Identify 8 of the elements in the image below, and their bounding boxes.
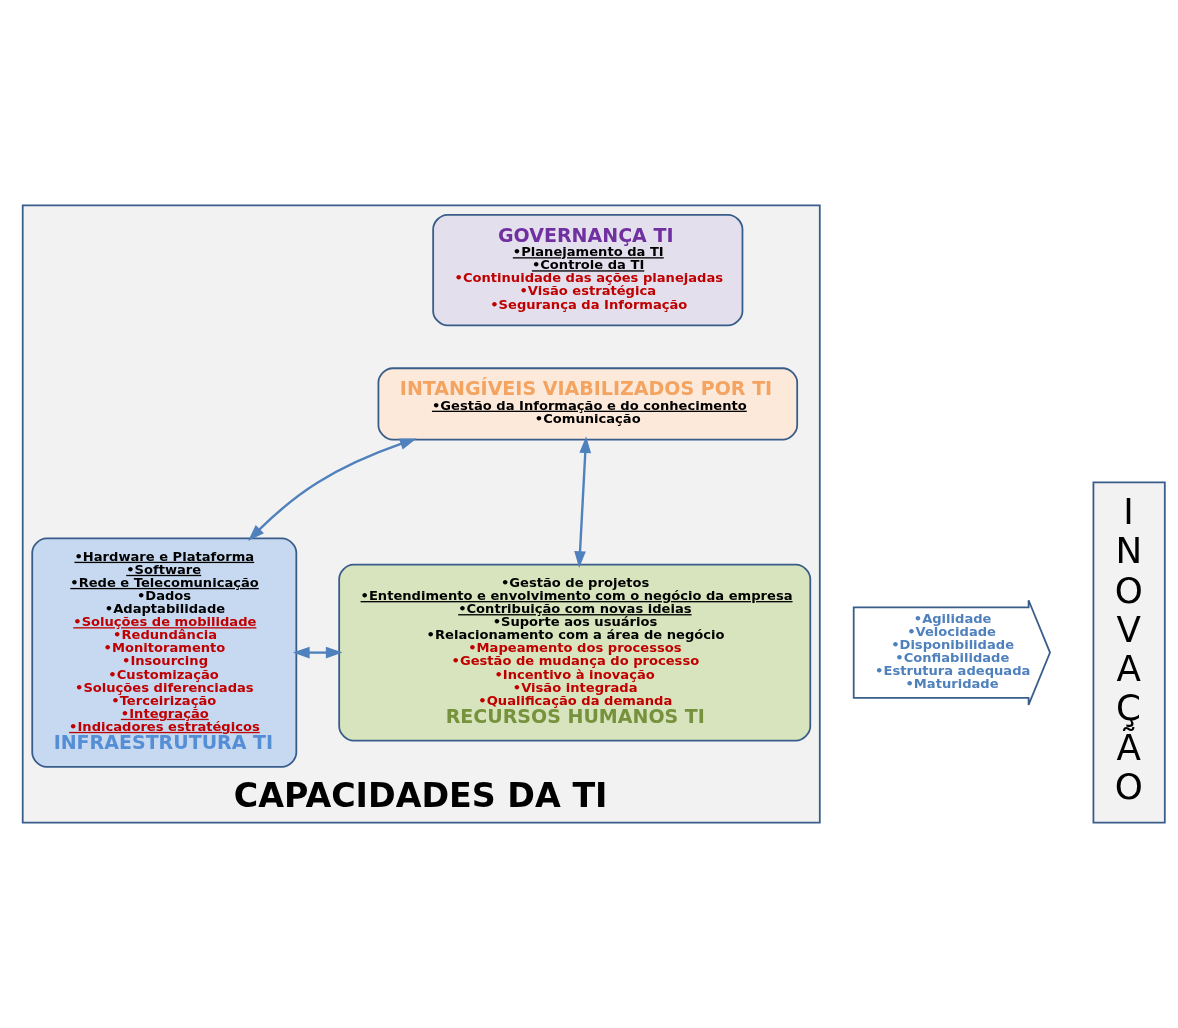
node-box: INTANGÍVEIS VIABILIZADOS POR TI •Gestão da Informação e do conhecimento •Comunicação xyxy=(377,367,799,441)
node-box: •Gestão de projetos •Entendimento e envolvimento com o negócio da empresa •Contribuição com novas ideias •Suporte aos usuários •Relacionamento com a área de negócio •Mapeamento dos processos •Gestão de mudança do processo •Incentivo à inovação •Visão integrada •Qualificação da demanda RECURSOS HUMANOS TI xyxy=(338,563,812,742)
arrow xyxy=(574,436,592,568)
arrow xyxy=(248,438,417,541)
node-box: INOVAÇÃO xyxy=(1092,481,1166,824)
arrow xyxy=(292,646,343,659)
node-box: •Hardware e Plataforma •Software •Rede e Telecomunicação •Dados •Adaptabilidade •Soluções de mobilidade •Redundância •Monitoramento •Insourcing •Customização •Soluções diferenciadas •Terceirização •Integração •Indicadores estratégicos INFRAESTRUTURA TI xyxy=(31,537,298,768)
node-box: GOVERNANÇA TI •Planejamento da TI •Controle da TI •Continuidade das ações planejadas •Visão estratégica •Segurança da Informação xyxy=(432,213,744,327)
